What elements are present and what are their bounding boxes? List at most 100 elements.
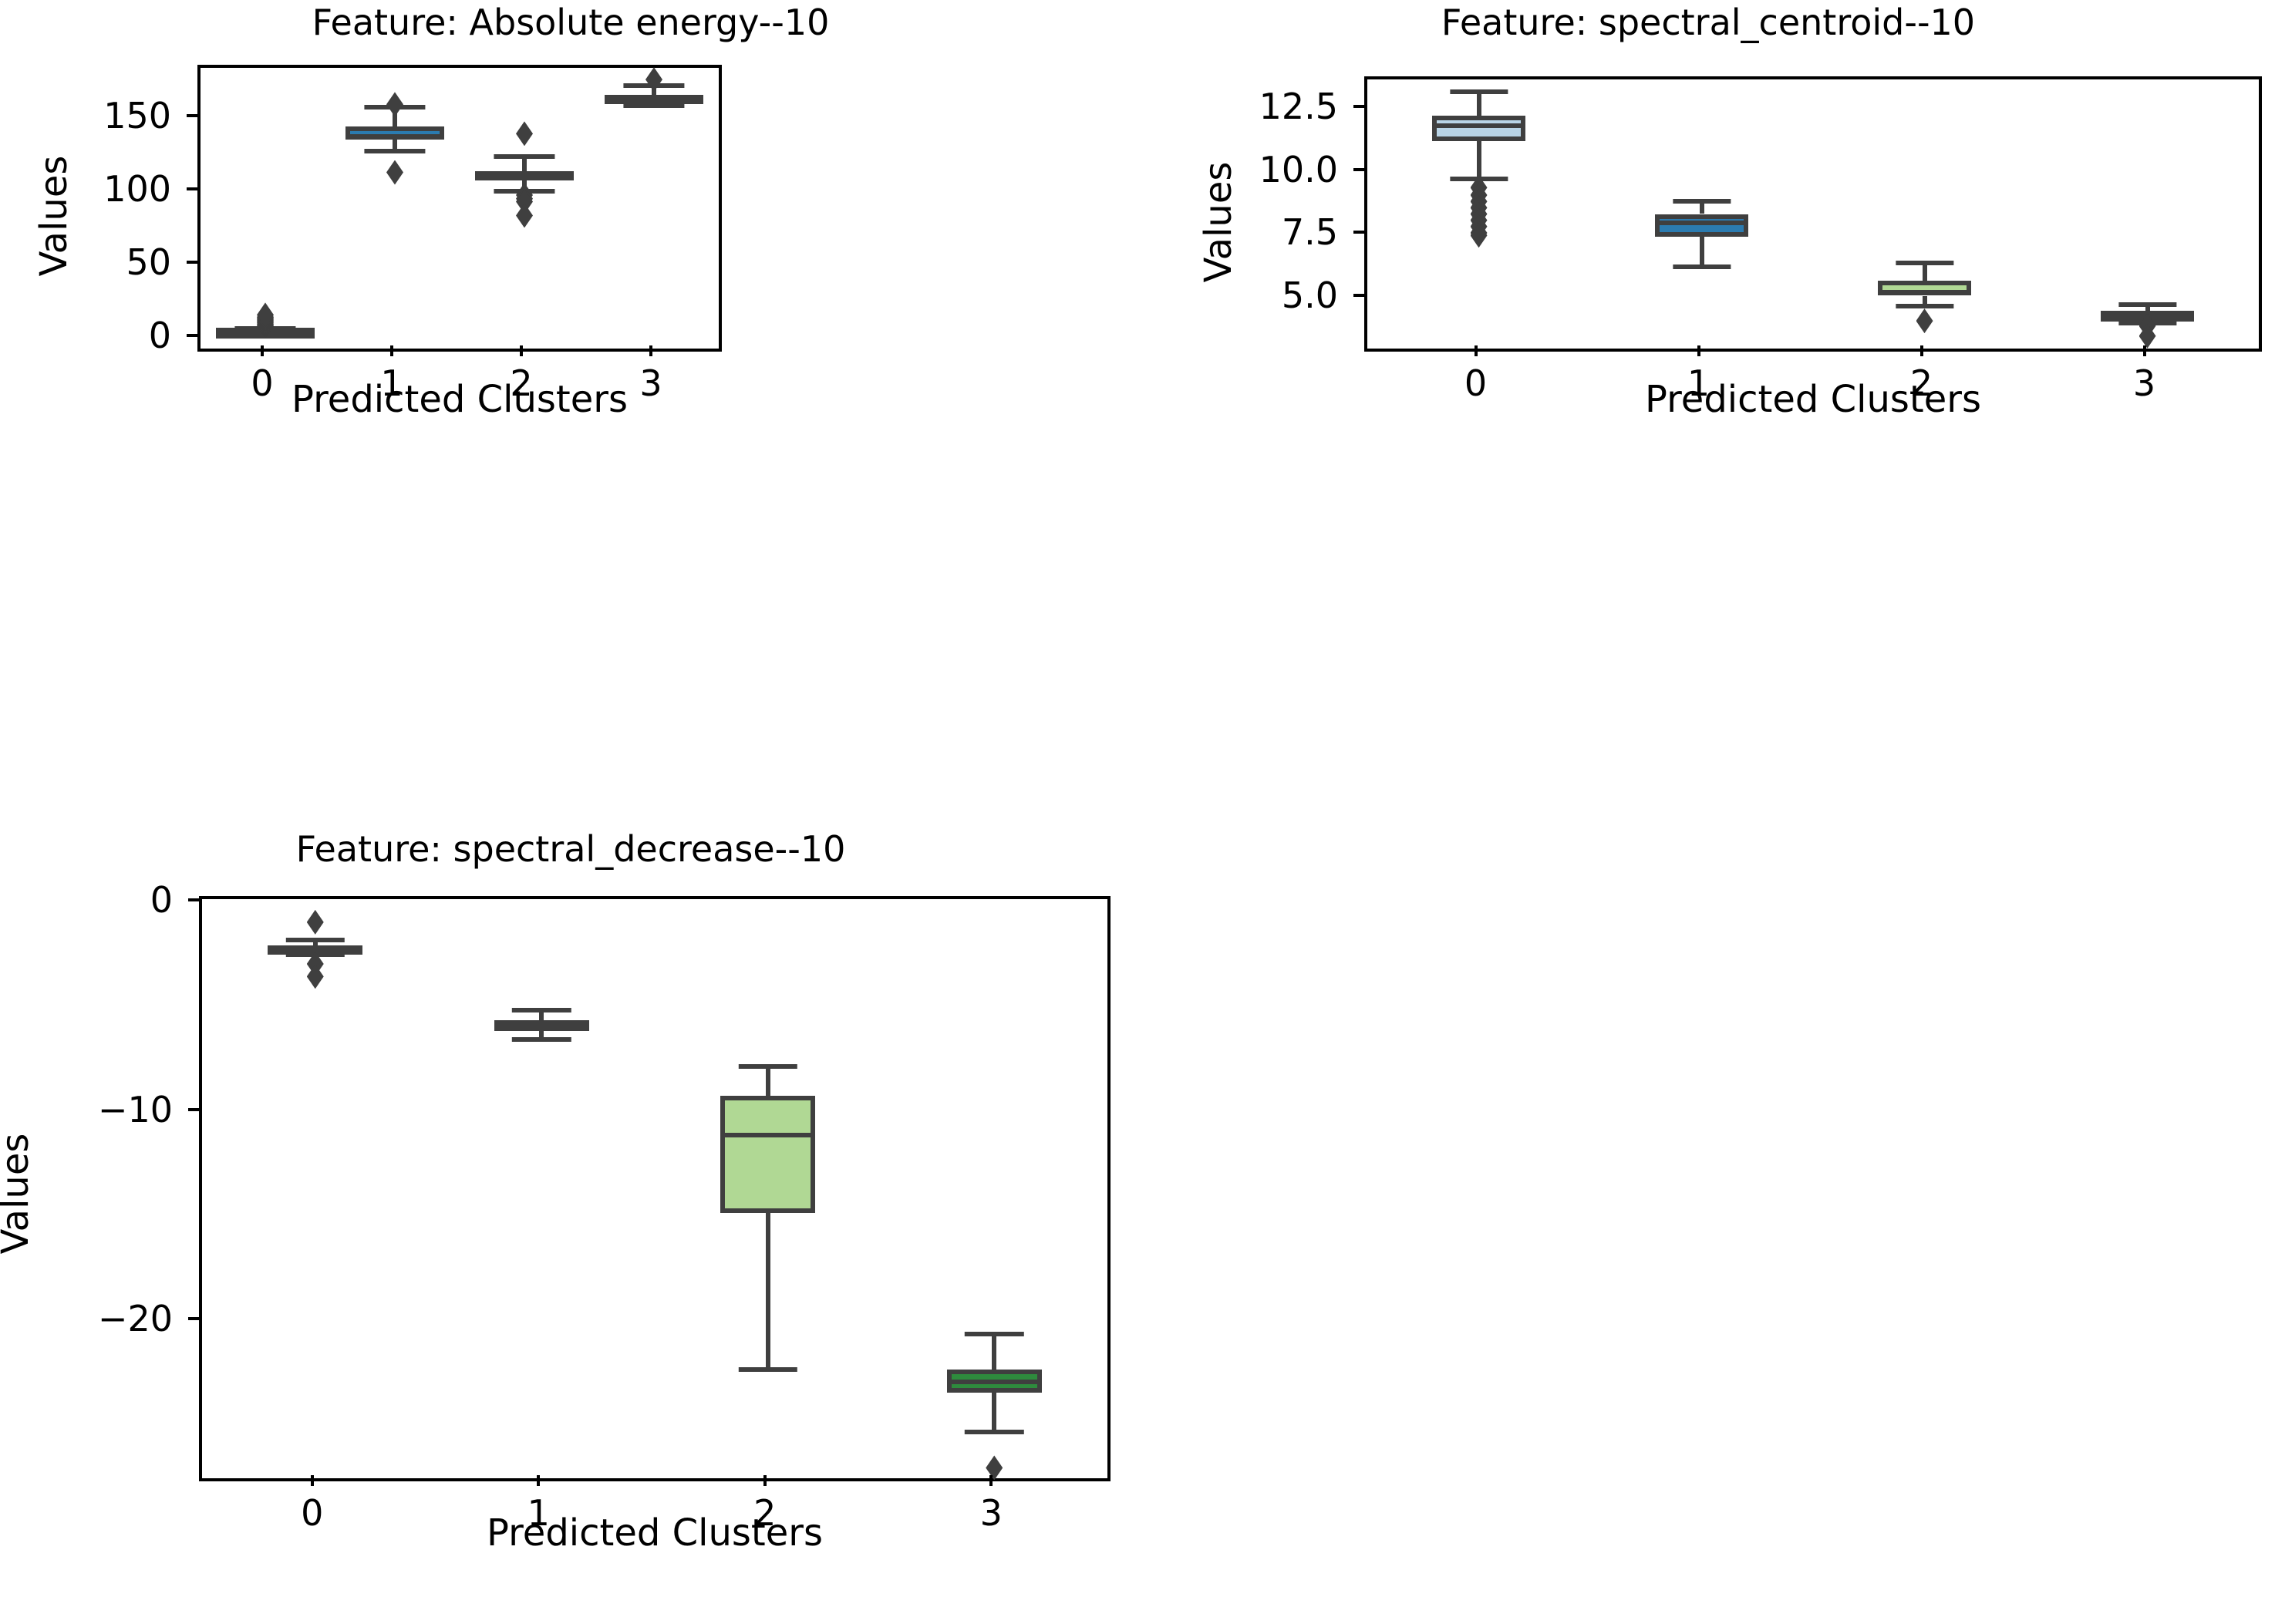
median-line [475, 172, 574, 177]
x-tick-label: 0 [251, 362, 274, 404]
whisker [393, 107, 397, 126]
median-line [1654, 220, 1749, 225]
outlier-marker [386, 160, 403, 185]
x-tick-mark [1474, 345, 1478, 356]
y-tick-label: −10 [97, 1088, 173, 1130]
y-tick-mark [1353, 231, 1364, 234]
median-line [2100, 311, 2195, 316]
outlier-marker [516, 189, 533, 214]
plot-area [197, 65, 722, 352]
box [1654, 214, 1749, 237]
outlier-marker [1470, 223, 1488, 248]
whisker-cap [1895, 303, 1954, 308]
whisker-cap [738, 1367, 797, 1373]
whisker [539, 1030, 544, 1039]
x-tick-label: 2 [1909, 362, 1933, 404]
y-tick-label: 7.5 [1281, 211, 1338, 254]
box [720, 1095, 816, 1213]
y-tick-mark [187, 114, 197, 118]
median-line [1877, 289, 1972, 295]
x-tick-label: 3 [2132, 362, 2156, 404]
whisker [992, 1333, 997, 1370]
whisker [1476, 140, 1481, 179]
y-axis-label: Values [32, 155, 76, 277]
median-line [268, 945, 363, 951]
x-tick-label: 1 [1687, 362, 1710, 404]
panel-spectral-decrease: Feature: spectral_decrease--10 Values Pr… [0, 817, 1141, 1624]
x-tick-mark [649, 345, 652, 356]
outlier-marker [516, 121, 533, 147]
outlier-marker [386, 92, 403, 117]
x-tick-mark [763, 1475, 767, 1486]
outlier-marker [516, 203, 533, 228]
y-tick-mark [188, 1107, 199, 1111]
whisker-cap [623, 103, 685, 109]
whisker-cap [2118, 302, 2177, 307]
whisker-cap [1895, 261, 1954, 266]
x-tick-label: 0 [301, 1492, 324, 1534]
y-tick-label: −20 [97, 1297, 173, 1339]
x-tick-mark [390, 345, 393, 356]
y-tick-mark [188, 1316, 199, 1320]
y-tick-label: 0 [150, 879, 173, 922]
y-tick-mark [1353, 105, 1364, 109]
whisker [1699, 236, 1704, 267]
x-tick-mark [537, 1475, 541, 1486]
x-tick-label: 3 [979, 1492, 1003, 1534]
panel-absolute-energy: Feature: Absolute energy--10 Values Pred… [0, 0, 1141, 817]
outlier-marker [1916, 308, 1933, 334]
y-tick-label: 100 [103, 168, 171, 211]
x-tick-mark [520, 345, 523, 356]
whisker-cap [1672, 264, 1731, 269]
x-tick-label: 3 [639, 362, 662, 404]
whisker-cap [512, 1007, 571, 1012]
y-tick-mark [187, 187, 197, 191]
median-line [720, 1133, 816, 1138]
y-tick-mark [187, 260, 197, 264]
x-axis-label: Predicted Clusters [292, 378, 628, 421]
whisker-cap [285, 937, 345, 942]
x-axis-label: Predicted Clusters [487, 1511, 823, 1555]
whisker [393, 138, 397, 152]
median-line [345, 135, 444, 140]
median-line [1431, 123, 1526, 129]
outlier-marker [306, 964, 324, 989]
x-tick-mark [1697, 345, 1700, 356]
y-tick-label: 10.0 [1259, 148, 1338, 190]
y-tick-label: 0 [148, 314, 171, 356]
outlier-marker [306, 952, 324, 977]
y-tick-label: 12.5 [1259, 86, 1338, 128]
x-axis-label: Predicted Clusters [1645, 378, 1981, 421]
whisker [2145, 304, 2150, 312]
y-tick-label: 5.0 [1281, 274, 1338, 316]
whisker [312, 939, 318, 945]
whisker-cap [1449, 89, 1508, 95]
outlier-marker [257, 302, 274, 328]
panel-title: Feature: spectral_decrease--10 [295, 828, 846, 870]
whisker [539, 1009, 544, 1021]
y-tick-mark [187, 333, 197, 337]
y-tick-mark [1353, 167, 1364, 171]
panel-title: Feature: Absolute energy--10 [312, 2, 830, 43]
panel-spectral-centroid: Feature: spectral_centroid--10 Values Pr… [1141, 0, 2275, 817]
y-tick-label: 150 [103, 95, 171, 137]
panel-title: Feature: spectral_centroid--10 [1441, 2, 1976, 43]
median-line [946, 1380, 1042, 1385]
median-line [605, 96, 703, 102]
plot-area [1364, 76, 2262, 352]
whisker [1476, 92, 1481, 116]
outlier-marker [306, 909, 324, 935]
outlier-marker [645, 67, 662, 93]
median-line [494, 1023, 589, 1029]
x-tick-label: 1 [380, 362, 403, 404]
x-tick-label: 0 [1464, 362, 1488, 404]
x-tick-mark [261, 345, 264, 356]
outlier-marker [2138, 323, 2156, 349]
y-tick-mark [1353, 293, 1364, 297]
whisker [992, 1392, 997, 1433]
box [1431, 116, 1526, 141]
whisker-cap [965, 1331, 1024, 1336]
whisker-cap [1672, 199, 1731, 204]
y-tick-label: 50 [126, 241, 171, 283]
